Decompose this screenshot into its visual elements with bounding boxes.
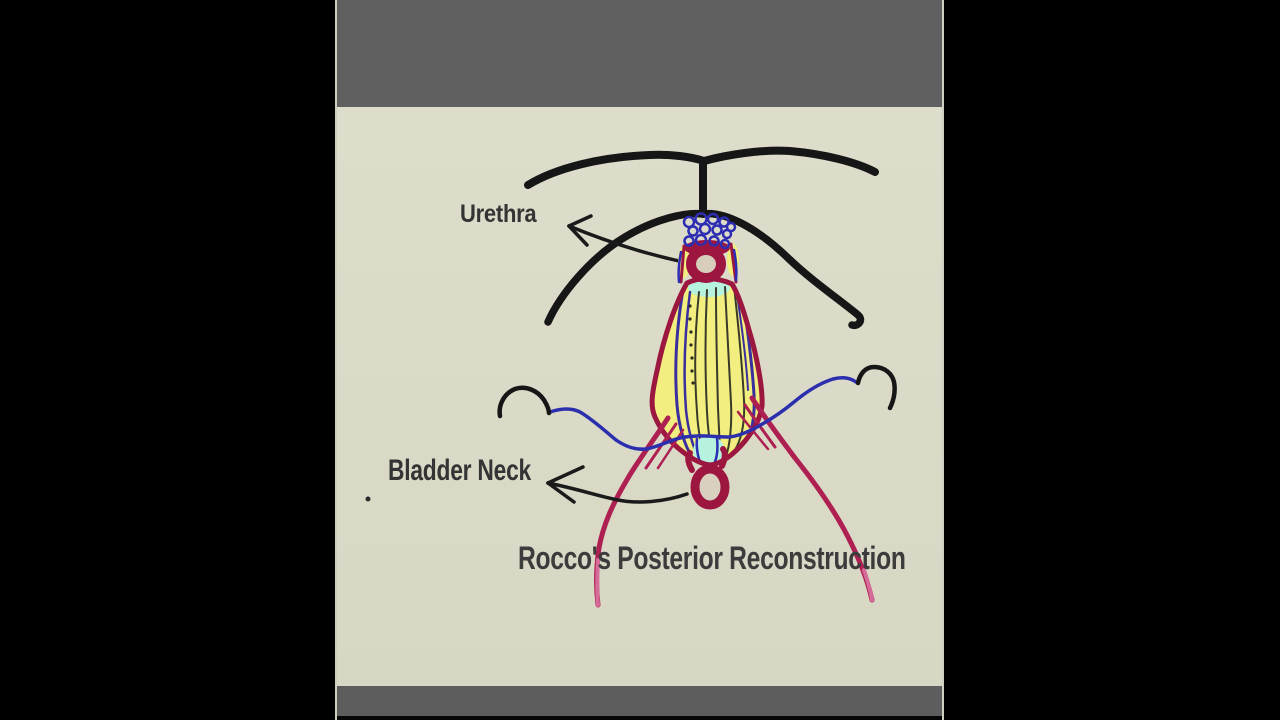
bladder-neck-label: Bladder Neck bbox=[388, 454, 531, 487]
right-curl bbox=[855, 364, 897, 411]
periurethral-blue-scribbles bbox=[682, 212, 737, 250]
urethra-label: Urethra bbox=[460, 200, 537, 228]
urethra-cross-section bbox=[682, 212, 737, 283]
pubic-arch bbox=[524, 146, 879, 330]
letterbox-right bbox=[944, 0, 1280, 720]
bottom-black-strip bbox=[337, 716, 942, 720]
left-curl bbox=[497, 385, 552, 419]
video-top-bar bbox=[337, 0, 942, 107]
video-bottom-bar bbox=[337, 686, 942, 716]
video-panel bbox=[335, 0, 944, 720]
drawing-canvas bbox=[337, 107, 942, 686]
urethra-pointer-arrow bbox=[567, 214, 690, 265]
letterbox-left bbox=[0, 0, 335, 720]
diagram-caption: Rocco's Posterior Reconstruction bbox=[518, 540, 906, 576]
bladder-neck-pointer-arrow bbox=[546, 465, 689, 504]
dotted-midline bbox=[688, 304, 695, 385]
stray-dot bbox=[365, 496, 371, 502]
bladder-neck-ring bbox=[685, 446, 730, 510]
urethra-ring bbox=[686, 245, 726, 283]
posterior-suture-line bbox=[497, 364, 897, 451]
